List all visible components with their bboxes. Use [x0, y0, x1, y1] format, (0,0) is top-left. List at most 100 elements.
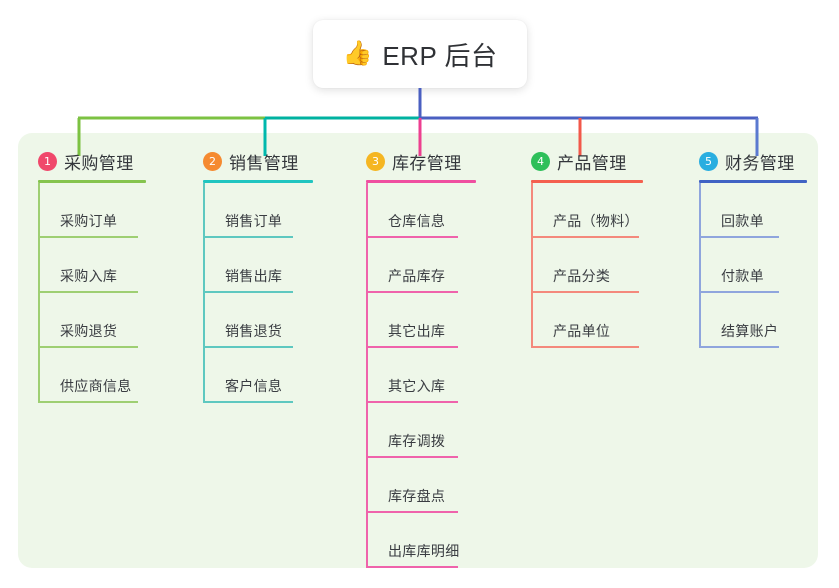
- column-2: 2 销售管理销售订单销售出库销售退货客户信息: [203, 143, 313, 403]
- column-items-3: 仓库信息产品库存其它出库其它入库库存调拨库存盘点出库库明细: [366, 183, 476, 568]
- leaf-item-label: 产品库存: [388, 268, 446, 284]
- column-spine-1: [38, 183, 40, 403]
- column-items-2: 销售订单销售出库销售退货客户信息: [203, 183, 313, 403]
- leaf-item-rule: [366, 291, 458, 293]
- leaf-item[interactable]: 销售订单: [203, 183, 313, 238]
- leaf-item[interactable]: 采购订单: [38, 183, 146, 238]
- column-badge-1: 1: [38, 151, 57, 171]
- root-node-label: ERP 后台: [382, 40, 498, 71]
- leaf-item-label: 回款单: [721, 213, 764, 229]
- column-spine-5: [699, 183, 701, 348]
- leaf-item[interactable]: 其它入库: [366, 348, 476, 403]
- leaf-item-rule: [203, 401, 293, 403]
- column-rule-3: [366, 180, 476, 183]
- column-items-4: 产品（物料） 产品分类产品单位: [531, 183, 643, 348]
- leaf-item-rule: [699, 346, 779, 348]
- leaf-item-rule: [366, 346, 458, 348]
- column-spine-3: [366, 183, 368, 568]
- leaf-item-rule: [366, 566, 458, 568]
- column-4: 4 产品管理产品（物料） 产品分类产品单位: [531, 143, 643, 348]
- leaf-item-rule: [366, 236, 458, 238]
- root-node[interactable]: 👍 ERP 后台: [313, 20, 527, 88]
- leaf-item[interactable]: 结算账户: [699, 293, 807, 348]
- leaf-item-label: 库存调拨: [388, 433, 446, 449]
- thumbs-up-icon: 👍: [342, 40, 373, 67]
- leaf-item-label: 其它入库: [388, 378, 446, 394]
- column-header-4[interactable]: 4 产品管理: [531, 143, 643, 179]
- leaf-item-label: 付款单: [721, 268, 764, 284]
- leaf-item-label: 供应商信息: [60, 378, 132, 394]
- leaf-item-label: 其它出库: [388, 323, 446, 339]
- column-1: 1 采购管理采购订单采购入库采购退货供应商信息: [38, 143, 146, 403]
- column-title-3: 库存管理: [392, 153, 462, 173]
- leaf-item-rule: [699, 291, 779, 293]
- column-rule-2: [203, 180, 313, 183]
- column-header-2[interactable]: 2 销售管理: [203, 143, 313, 179]
- leaf-item-rule: [38, 236, 138, 238]
- leaf-item-label: 销售出库: [225, 268, 283, 284]
- leaf-item-label: 采购入库: [60, 268, 118, 284]
- column-rule-4: [531, 180, 643, 183]
- leaf-item[interactable]: 采购退货: [38, 293, 146, 348]
- leaf-item[interactable]: 客户信息: [203, 348, 313, 403]
- leaf-item[interactable]: 供应商信息: [38, 348, 146, 403]
- leaf-item-label: 产品单位: [553, 323, 611, 339]
- leaf-item-rule: [203, 291, 293, 293]
- column-badge-2: 2: [203, 151, 222, 171]
- leaf-item-label: 库存盘点: [388, 488, 446, 504]
- leaf-item-rule: [38, 291, 138, 293]
- column-header-1[interactable]: 1 采购管理: [38, 143, 146, 179]
- leaf-item-rule: [699, 236, 779, 238]
- column-3: 3 库存管理仓库信息产品库存其它出库其它入库库存调拨库存盘点出库库明细: [366, 143, 476, 568]
- diagram-background-panel: [18, 133, 818, 568]
- column-rule-5: [699, 180, 807, 183]
- leaf-item-rule: [203, 346, 293, 348]
- column-rule-1: [38, 180, 146, 183]
- leaf-item-rule: [38, 346, 138, 348]
- leaf-item[interactable]: 产品（物料）: [531, 183, 643, 238]
- leaf-item-label: 销售订单: [225, 213, 283, 229]
- column-spine-2: [203, 183, 205, 403]
- column-spine-4: [531, 183, 533, 348]
- leaf-item[interactable]: 仓库信息: [366, 183, 476, 238]
- leaf-item[interactable]: 产品单位: [531, 293, 643, 348]
- leaf-item[interactable]: 产品库存: [366, 238, 476, 293]
- leaf-item-rule: [531, 346, 639, 348]
- leaf-item[interactable]: 采购入库: [38, 238, 146, 293]
- leaf-item[interactable]: 产品分类: [531, 238, 643, 293]
- leaf-item-label: 出库库明细: [388, 543, 460, 559]
- leaf-item[interactable]: 其它出库: [366, 293, 476, 348]
- leaf-item[interactable]: 库存盘点: [366, 458, 476, 513]
- leaf-item-label: 采购订单: [60, 213, 118, 229]
- leaf-item-rule: [366, 401, 458, 403]
- column-items-1: 采购订单采购入库采购退货供应商信息: [38, 183, 146, 403]
- leaf-item-label: 采购退货: [60, 323, 118, 339]
- column-title-4: 产品管理: [557, 153, 627, 173]
- leaf-item-label: 仓库信息: [388, 213, 446, 229]
- column-5: 5 财务管理回款单付款单结算账户: [699, 143, 807, 348]
- leaf-item[interactable]: 销售退货: [203, 293, 313, 348]
- leaf-item-label: 结算账户: [721, 323, 779, 339]
- leaf-item-rule: [531, 236, 639, 238]
- column-badge-3: 3: [366, 151, 385, 171]
- column-title-1: 采购管理: [64, 153, 134, 173]
- leaf-item[interactable]: 付款单: [699, 238, 807, 293]
- leaf-item-rule: [38, 401, 138, 403]
- column-header-3[interactable]: 3 库存管理: [366, 143, 476, 179]
- leaf-item[interactable]: 销售出库: [203, 238, 313, 293]
- column-title-2: 销售管理: [229, 153, 299, 173]
- column-badge-4: 4: [531, 151, 550, 171]
- leaf-item-label: 产品分类: [553, 268, 611, 284]
- leaf-item-label: 销售退货: [225, 323, 283, 339]
- column-header-5[interactable]: 5 财务管理: [699, 143, 807, 179]
- column-items-5: 回款单付款单结算账户: [699, 183, 807, 348]
- column-badge-5: 5: [699, 151, 718, 171]
- leaf-item[interactable]: 库存调拨: [366, 403, 476, 458]
- column-title-5: 财务管理: [725, 153, 795, 173]
- leaf-item-rule: [203, 236, 293, 238]
- leaf-item-rule: [531, 291, 639, 293]
- leaf-item[interactable]: 出库库明细: [366, 513, 476, 568]
- leaf-item[interactable]: 回款单: [699, 183, 807, 238]
- leaf-item-label: 客户信息: [225, 378, 283, 394]
- leaf-item-label: 产品（物料）: [553, 213, 639, 229]
